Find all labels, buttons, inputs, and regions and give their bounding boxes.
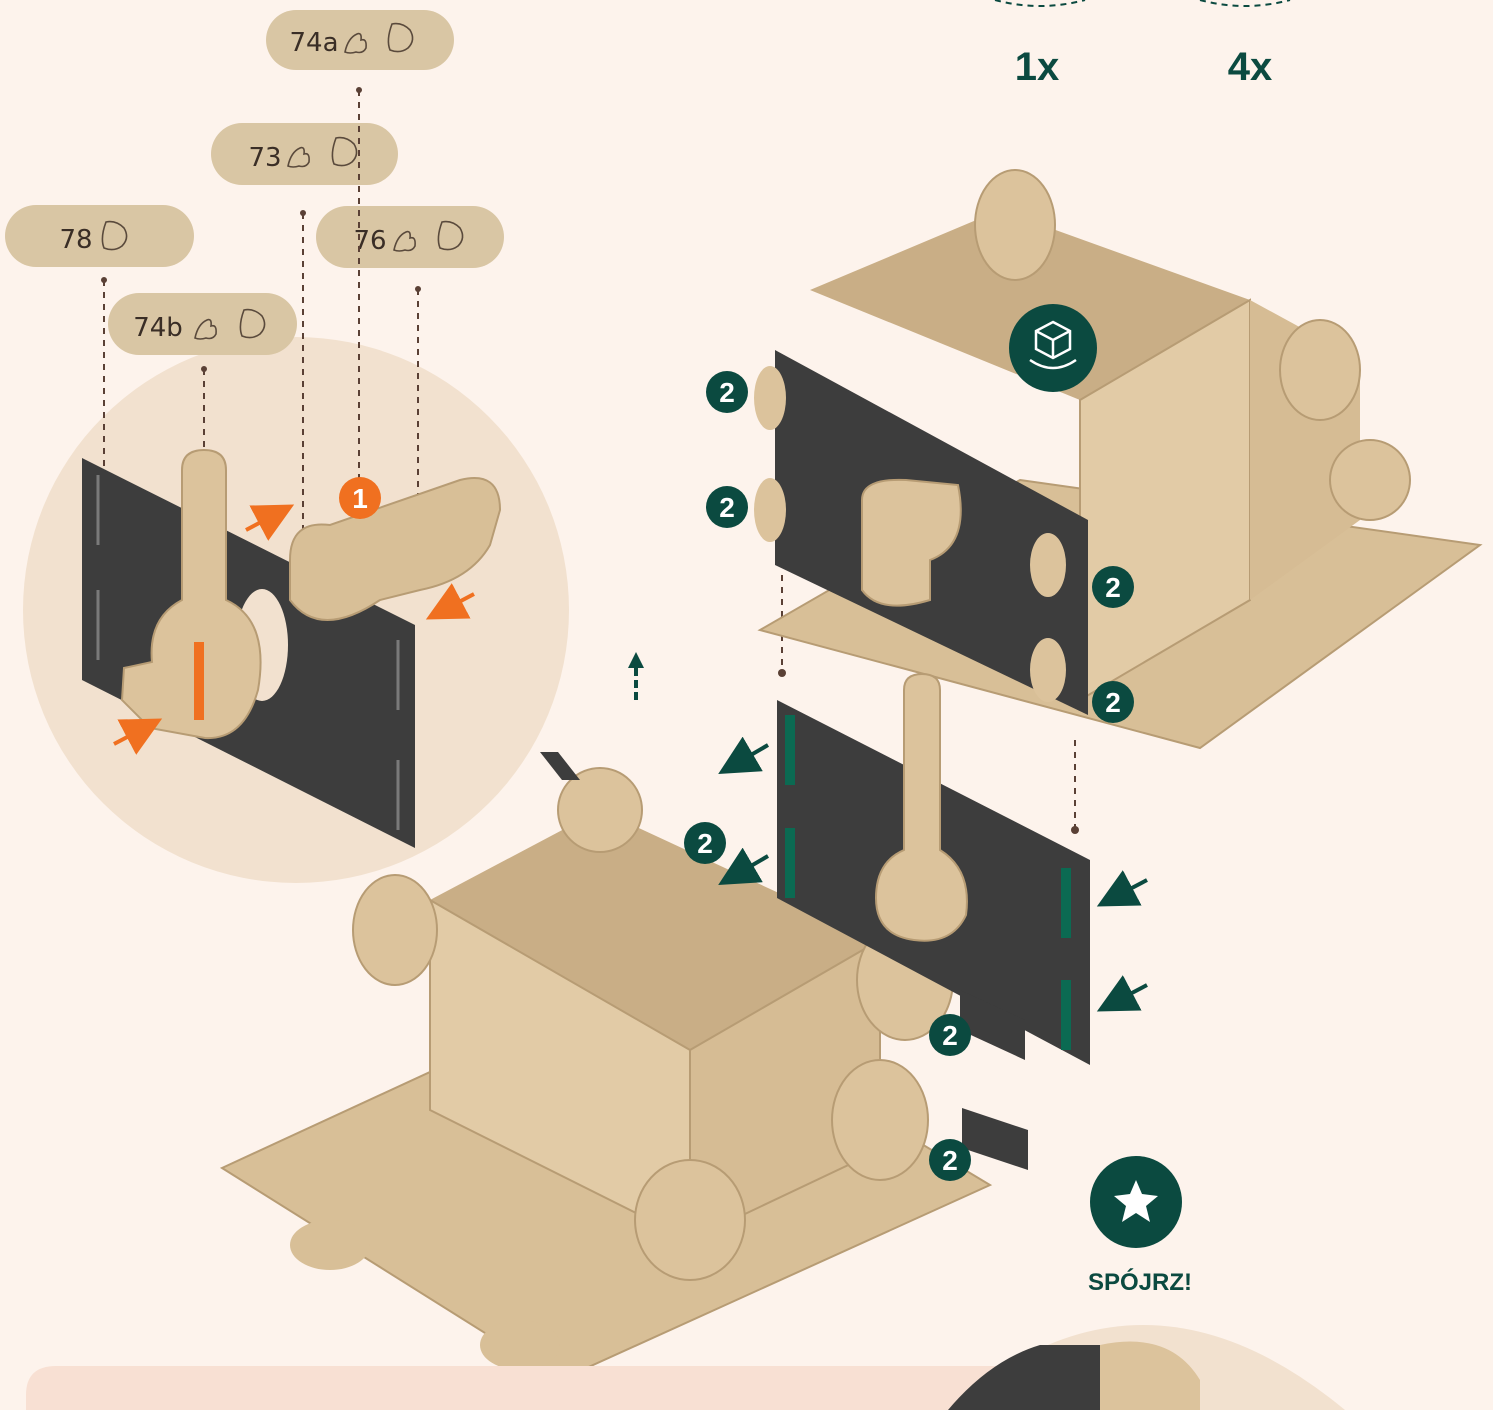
peg-badge: 2 bbox=[929, 1014, 971, 1056]
peg-badge: 2 bbox=[1092, 566, 1134, 608]
part-label-74b: 74b bbox=[133, 313, 183, 343]
quantity-left: 1x bbox=[1015, 45, 1060, 89]
peg-count-label: 2 bbox=[1105, 687, 1121, 718]
peg-count-label: 2 bbox=[697, 828, 713, 859]
part-pill-74a: 74a bbox=[266, 10, 454, 70]
top-dashed-edge-1 bbox=[995, 0, 1085, 6]
peg-count-label: 2 bbox=[719, 492, 735, 523]
peg-badge: 2 bbox=[706, 486, 748, 528]
peg-count-label: 2 bbox=[942, 1145, 958, 1176]
part-pill-74b: 74b bbox=[108, 293, 297, 355]
assembled-box-top bbox=[754, 170, 1480, 748]
peg-count-label: 2 bbox=[942, 1020, 958, 1051]
quantity-right: 4x bbox=[1228, 45, 1273, 89]
look-label: SPÓJRZ! bbox=[1088, 1268, 1192, 1296]
part-pill-78: 78 bbox=[5, 205, 194, 267]
top-dashed-edge-2 bbox=[1200, 0, 1290, 6]
peg-badge: 2 bbox=[1092, 681, 1134, 723]
part-pill-76: 76 bbox=[316, 206, 504, 268]
peg-badge: 2 bbox=[684, 822, 726, 864]
peg-badge: 2 bbox=[929, 1139, 971, 1181]
part-label-78: 78 bbox=[59, 225, 92, 255]
part-label-74a: 74a bbox=[289, 28, 338, 58]
part-label-73: 73 bbox=[248, 143, 281, 173]
part-pill-73: 73 bbox=[211, 123, 398, 185]
up-arrow-icon bbox=[628, 652, 644, 702]
callout-number: 1 bbox=[352, 483, 368, 514]
peg-count-label: 2 bbox=[719, 377, 735, 408]
peg-badge: 2 bbox=[706, 371, 748, 413]
peg-count-label: 2 bbox=[1105, 572, 1121, 603]
bottom-note-panel bbox=[26, 1366, 1010, 1410]
